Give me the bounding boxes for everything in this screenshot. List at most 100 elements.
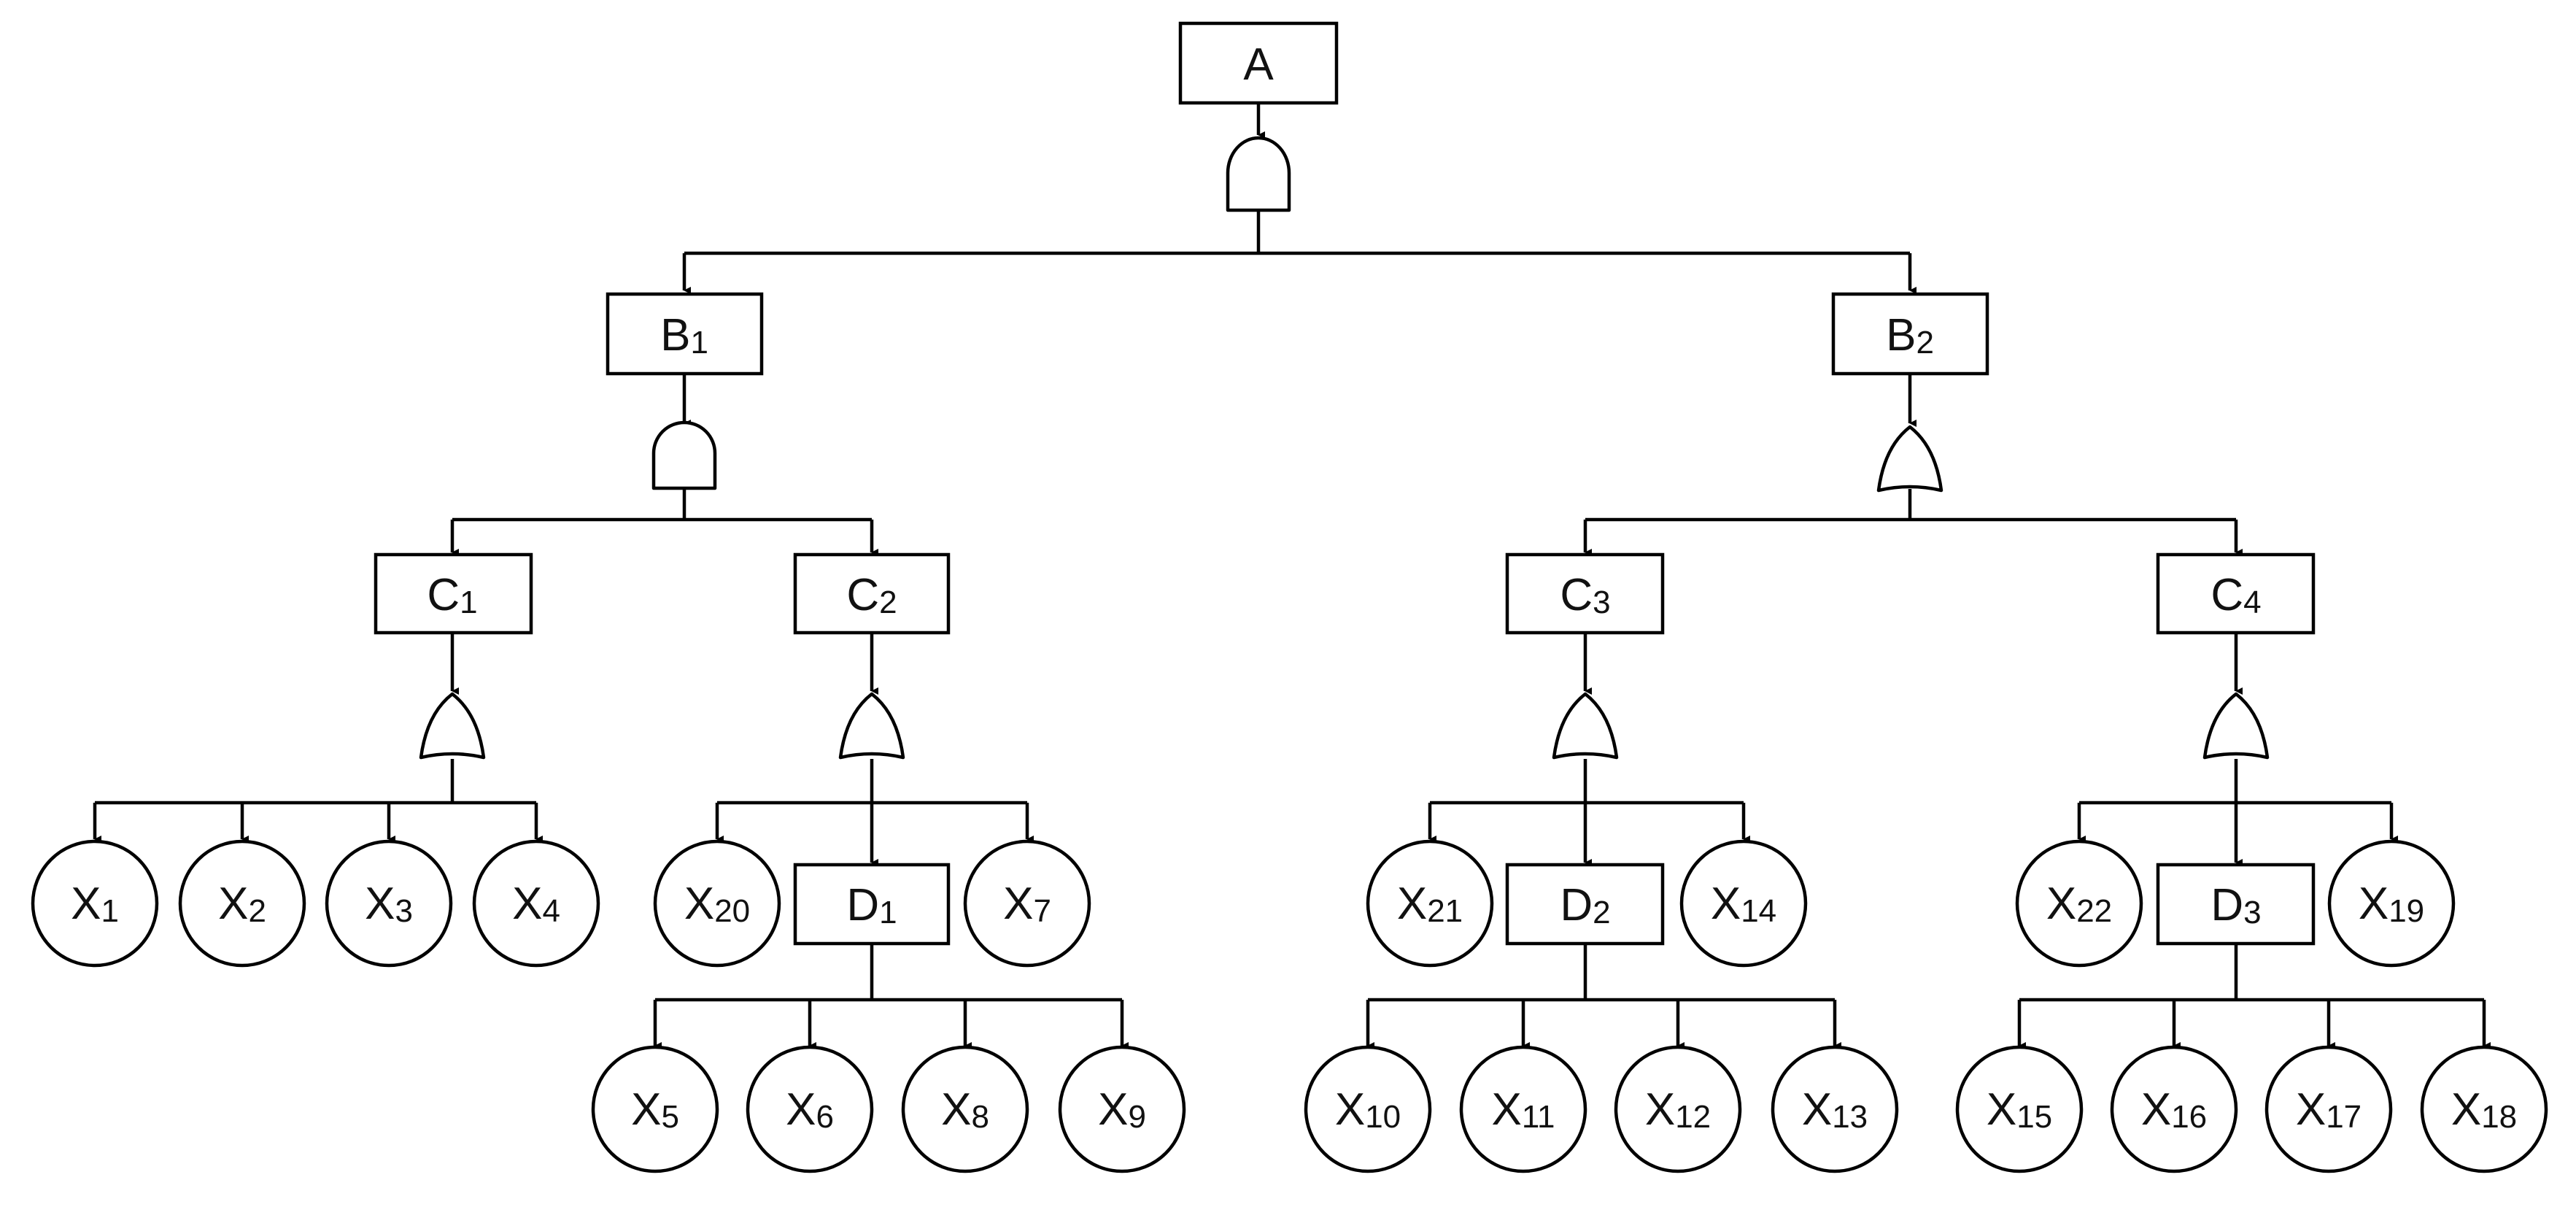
svg-text:A: A: [1243, 39, 1274, 90]
event-label: D: [2211, 880, 2243, 930]
basic-event-circles: X1 X2 X3 X4 X20 X7 X21 X14: [31, 839, 2548, 1173]
basic-event-subscript: 7: [1033, 893, 1051, 929]
basic-event-subscript: 2: [248, 893, 266, 929]
event-C1[interactable]: C1: [374, 552, 533, 635]
event-D2[interactable]: D2: [1505, 863, 1665, 946]
svg-text:D2: D2: [1560, 880, 1610, 930]
or-gate-icon: [2202, 692, 2270, 760]
event-label: D: [1560, 880, 1593, 930]
basic-event-label: X: [218, 879, 248, 929]
event-subscript: 4: [2243, 585, 2261, 620]
basic-event-X6[interactable]: X6: [746, 1045, 874, 1173]
or-gate-icon: [838, 692, 905, 760]
svg-text:X15: X15: [1987, 1084, 2052, 1135]
svg-text:X17: X17: [2296, 1084, 2362, 1135]
event-C2[interactable]: C2: [793, 552, 951, 635]
event-D1[interactable]: D1: [793, 863, 951, 946]
svg-text:X9: X9: [1098, 1084, 1146, 1135]
basic-event-subscript: 3: [395, 893, 412, 929]
basic-event-label: X: [941, 1084, 971, 1135]
basic-event-label: X: [2451, 1084, 2481, 1135]
basic-event-X9[interactable]: X9: [1058, 1045, 1186, 1173]
basic-event-subscript: 16: [2171, 1099, 2207, 1135]
svg-text:C2: C2: [846, 570, 897, 620]
basic-event-X12[interactable]: X12: [1614, 1045, 1742, 1173]
basic-event-X13[interactable]: X13: [1771, 1045, 1899, 1173]
basic-event-X8[interactable]: X8: [901, 1045, 1029, 1173]
svg-text:B1: B1: [660, 310, 708, 360]
event-label: D: [846, 880, 879, 930]
event-C4[interactable]: C4: [2156, 552, 2316, 635]
event-label: C: [427, 570, 460, 620]
basic-event-X10[interactable]: X10: [1304, 1045, 1432, 1173]
basic-event-label: X: [1987, 1084, 2016, 1135]
basic-event-X18[interactable]: X18: [2420, 1045, 2548, 1173]
basic-event-subscript: 12: [1675, 1099, 1711, 1135]
or-gate-icon: [419, 692, 486, 760]
basic-event-label: X: [365, 879, 395, 929]
basic-event-X2[interactable]: X2: [178, 839, 306, 968]
basic-event-X19[interactable]: X19: [2327, 839, 2456, 968]
basic-event-label: X: [1098, 1084, 1128, 1135]
basic-event-subscript: 6: [816, 1099, 833, 1135]
event-label: C: [2211, 570, 2243, 620]
event-C3[interactable]: C3: [1505, 552, 1665, 635]
svg-text:B2: B2: [1886, 310, 1934, 360]
event-B1[interactable]: B1: [606, 292, 764, 376]
svg-text:X12: X12: [1645, 1084, 1711, 1135]
basic-event-X15[interactable]: X15: [1955, 1045, 2084, 1173]
basic-event-label: X: [2296, 1084, 2326, 1135]
basic-event-label: X: [512, 879, 542, 929]
basic-event-X21[interactable]: X21: [1366, 839, 1494, 968]
basic-event-label: X: [1397, 879, 1427, 929]
svg-text:X13: X13: [1802, 1084, 1868, 1135]
event-A[interactable]: A: [1178, 21, 1339, 105]
svg-text:X2: X2: [218, 879, 266, 929]
svg-text:X21: X21: [1397, 879, 1463, 929]
basic-event-X22[interactable]: X22: [2015, 839, 2143, 968]
svg-text:X20: X20: [684, 879, 750, 929]
basic-event-subscript: 22: [2076, 893, 2112, 929]
svg-text:X16: X16: [2141, 1084, 2207, 1135]
event-subscript: 3: [1593, 585, 1610, 620]
svg-text:X18: X18: [2451, 1084, 2517, 1135]
basic-event-X11[interactable]: X11: [1459, 1045, 1587, 1173]
basic-event-subscript: 1: [101, 893, 118, 929]
svg-text:X19: X19: [2359, 879, 2424, 929]
basic-event-subscript: 21: [1427, 893, 1463, 929]
gates: [419, 136, 2270, 760]
basic-event-subscript: 8: [971, 1099, 989, 1135]
basic-event-X5[interactable]: X5: [591, 1045, 719, 1173]
basic-event-X16[interactable]: X16: [2110, 1045, 2238, 1173]
basic-event-X17[interactable]: X17: [2264, 1045, 2393, 1173]
basic-event-X20[interactable]: X20: [653, 839, 781, 968]
event-subscript: 2: [1593, 895, 1610, 930]
event-label: C: [846, 570, 879, 620]
basic-event-X3[interactable]: X3: [325, 839, 453, 968]
basic-event-label: X: [786, 1084, 816, 1135]
svg-text:X8: X8: [941, 1084, 989, 1135]
and-gate-icon: [1226, 136, 1291, 212]
basic-event-X14[interactable]: X14: [1679, 839, 1808, 968]
basic-event-subscript: 11: [1522, 1099, 1555, 1135]
basic-event-label: X: [1802, 1084, 1832, 1135]
svg-text:X14: X14: [1711, 879, 1776, 929]
or-gate-icon: [1876, 425, 1943, 493]
basic-event-label: X: [1645, 1084, 1675, 1135]
basic-event-X7[interactable]: X7: [963, 839, 1091, 968]
basic-event-subscript: 18: [2481, 1099, 2517, 1135]
basic-event-label: X: [1003, 879, 1033, 929]
basic-event-X4[interactable]: X4: [472, 839, 600, 968]
svg-text:D1: D1: [846, 880, 897, 930]
svg-text:X22: X22: [2046, 879, 2112, 929]
svg-text:X1: X1: [71, 879, 119, 929]
event-subscript: 2: [879, 585, 897, 620]
basic-event-subscript: 19: [2389, 893, 2424, 929]
event-D3[interactable]: D3: [2156, 863, 2316, 946]
svg-text:C4: C4: [2211, 570, 2261, 620]
basic-event-label: X: [2046, 879, 2076, 929]
event-boxes: A B1 B2 C1 C2 C3 C4 D1: [374, 21, 2316, 946]
basic-event-X1[interactable]: X1: [31, 839, 159, 968]
event-B2[interactable]: B2: [1831, 292, 1989, 376]
